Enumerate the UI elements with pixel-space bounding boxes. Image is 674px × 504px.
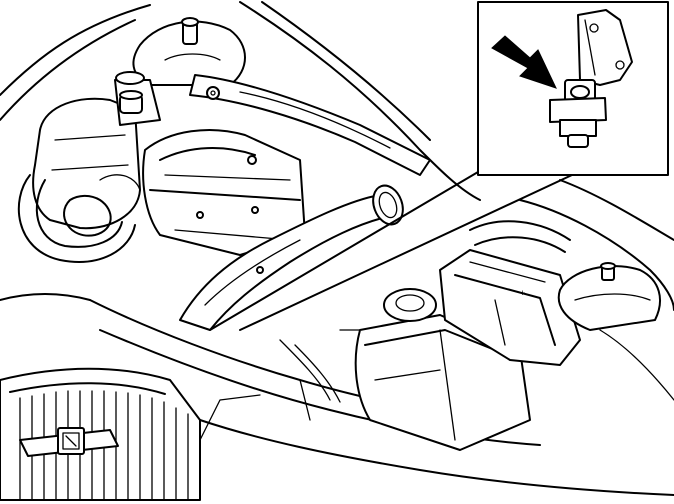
grille-emblem: [19, 427, 119, 457]
front-grille: [0, 367, 674, 501]
strut-brace-bar: [189, 74, 431, 176]
hood-and-body-outline: [0, 1, 674, 401]
engine-cover: [142, 129, 306, 256]
intake-air-duct: [179, 184, 404, 331]
right-side-hoses: [279, 220, 571, 403]
left-hose-loop: [17, 174, 141, 263]
callout-leader-lines: [209, 171, 573, 331]
sensor-component: [549, 9, 633, 148]
fuse-relay-box: +: [439, 249, 581, 366]
air-filter-housing: [354, 288, 531, 451]
strut-tower: [132, 17, 246, 86]
coolant-reservoir: [32, 71, 161, 230]
fuse-box-marking: +: [520, 288, 525, 298]
callout-inset: [477, 1, 669, 176]
right-strut-tower: [557, 262, 661, 331]
arrow-icon: [491, 35, 557, 89]
